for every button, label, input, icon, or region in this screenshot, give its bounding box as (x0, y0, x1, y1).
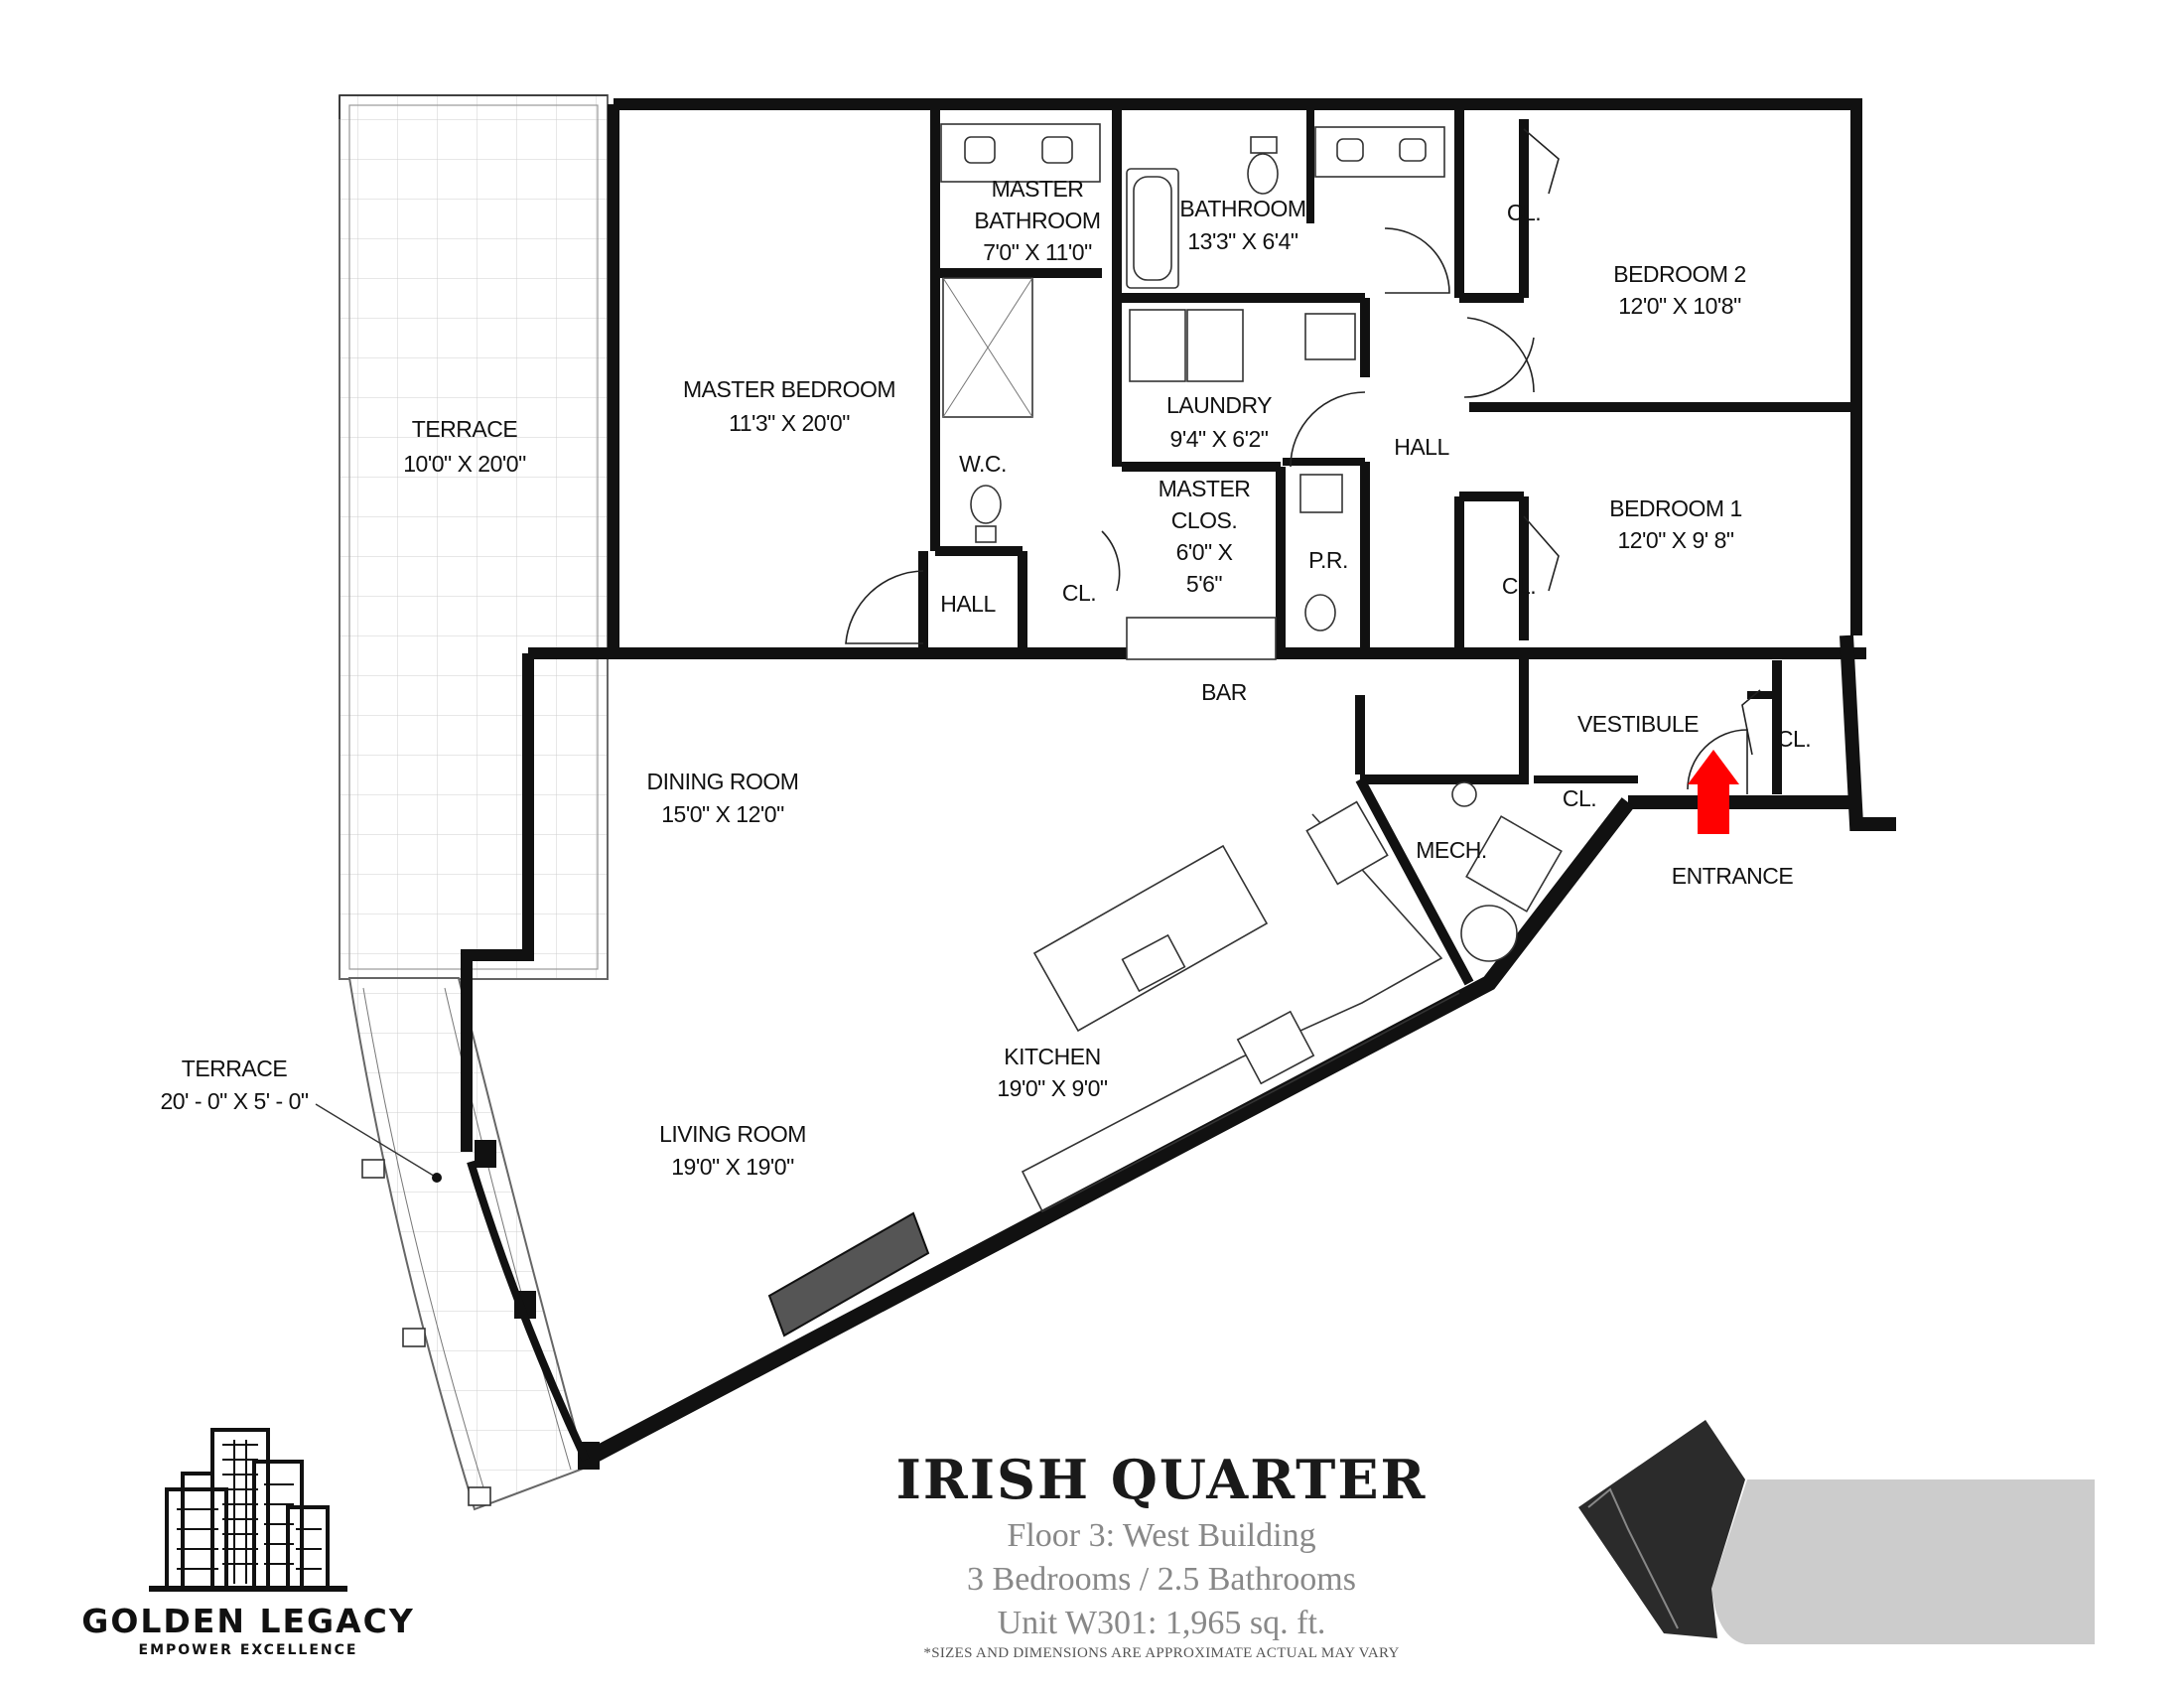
master-closet-line2: CLOS. (1171, 507, 1238, 533)
floor-info: Floor 3: West Building (1007, 1517, 1316, 1554)
logo-tagline: EMPOWER EXCELLENCE (138, 1642, 358, 1658)
laundry-size: 9'4" X 6'2" (1170, 426, 1269, 452)
master-closet-line4: 5'6" (1186, 571, 1222, 597)
bedrooms-info: 3 Bedrooms / 2.5 Bathrooms (967, 1561, 1356, 1598)
living-room-name: LIVING ROOM (659, 1121, 806, 1147)
wc-name: W.C. (959, 451, 1007, 477)
closet-bedroom2-name: CL. (1507, 200, 1541, 225)
fixtures (767, 123, 1563, 1337)
closet-vestibule-name: CL. (1563, 785, 1596, 811)
closet-bedroom1-name: CL. (1502, 573, 1536, 599)
bathroom-size: 13'3" X 6'4" (1187, 228, 1298, 254)
project-title: IRISH QUARTER (895, 1448, 1428, 1511)
master-bathroom-name1: MASTER (992, 176, 1084, 202)
bedroom2-name: BEDROOM 2 (1613, 261, 1746, 287)
logo-name: GOLDEN LEGACY (81, 1602, 415, 1640)
terrace-curved-name: TERRACE (182, 1055, 288, 1081)
room-labels: TERRACE 10'0" X 20'0" TERRACE 20' - 0" X… (160, 176, 1811, 1180)
master-bedroom-size: 11'3" X 20'0" (729, 410, 850, 436)
terrace-curved (315, 977, 588, 1511)
hall-name: HALL (1394, 434, 1449, 460)
terrace-main-size: 10'0" X 20'0" (403, 451, 526, 477)
bedroom1-name: BEDROOM 1 (1609, 495, 1742, 521)
disclaimer: *SIZES AND DIMENSIONS ARE APPROXIMATE AC… (923, 1645, 1400, 1661)
dining-room-size: 15'0" X 12'0" (661, 801, 784, 827)
logo-buildings-icon (149, 1428, 347, 1592)
closet-small-name: CL. (1062, 580, 1096, 606)
master-bathroom-size: 7'0" X 11'0" (983, 239, 1092, 265)
vestibule-name: VESTIBULE (1577, 711, 1699, 737)
master-bathroom-name2: BATHROOM (974, 208, 1100, 233)
bedroom1-size: 12'0" X 9' 8" (1617, 527, 1733, 553)
hall-small-name: HALL (940, 591, 996, 617)
mech-name: MECH. (1416, 837, 1487, 863)
kitchen-size: 19'0" X 9'0" (997, 1075, 1108, 1101)
master-closet-line1: MASTER (1159, 476, 1251, 501)
unit-info: Unit W301: 1,965 sq. ft. (997, 1605, 1326, 1641)
powder-room-name: P.R. (1308, 547, 1348, 573)
bar-name: BAR (1201, 679, 1247, 705)
kitchen-name: KITCHEN (1004, 1044, 1100, 1069)
master-closet-line3: 6'0" X (1176, 539, 1233, 565)
terrace-curved-size: 20' - 0" X 5' - 0" (160, 1088, 308, 1114)
bedroom2-size: 12'0" X 10'8" (1618, 293, 1741, 319)
site-key-map (1578, 1420, 2095, 1644)
door-swings (845, 128, 1761, 794)
terrace-main (339, 94, 609, 980)
entrance-arrow-icon (1688, 750, 1739, 834)
terrace-main-name: TERRACE (412, 416, 518, 442)
master-bedroom-name: MASTER BEDROOM (683, 376, 895, 402)
living-room-size: 19'0" X 19'0" (671, 1154, 794, 1180)
laundry-name: LAUNDRY (1166, 392, 1272, 418)
dining-room-name: DINING ROOM (647, 769, 799, 794)
closet-entry-name: CL. (1777, 726, 1811, 752)
entrance-name: ENTRANCE (1672, 863, 1794, 889)
exterior-walls (461, 98, 1896, 1470)
interior-walls (918, 104, 1856, 986)
bathroom-name: BATHROOM (1179, 196, 1305, 221)
